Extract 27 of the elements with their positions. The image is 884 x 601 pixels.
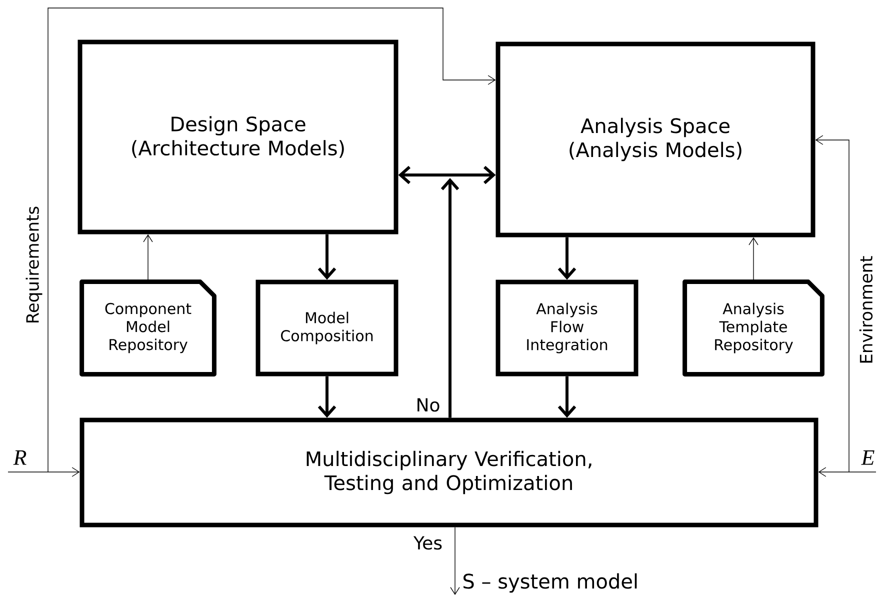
- arrow: [398, 166, 496, 184]
- variable-label: E: [861, 450, 874, 465]
- process-box: Design Space (Architecture Models): [78, 40, 398, 234]
- arrow: [558, 376, 576, 418]
- arrow: [48, 8, 496, 472]
- edge-label: Yes: [412, 535, 444, 551]
- arrow: [8, 467, 80, 477]
- arrow: [748, 237, 758, 282]
- arrow: [815, 135, 850, 472]
- arrow: [318, 376, 336, 418]
- process-box: Multidisciplinary Verification, Testing and Optimization: [80, 418, 818, 528]
- output-label: S – system model: [464, 573, 637, 593]
- variable-label: R: [13, 450, 26, 465]
- arrow: [558, 237, 576, 280]
- process-box: Analysis Flow Integration: [496, 280, 638, 376]
- arrow: [318, 234, 336, 280]
- process-box: Model Composition: [256, 280, 398, 376]
- edge-label: Environment: [858, 254, 874, 366]
- arrow: [818, 467, 876, 477]
- document-box: Component Model Repository: [80, 280, 216, 376]
- document-box: Analysis Template Repository: [682, 280, 824, 376]
- edge-label: No: [414, 397, 442, 413]
- edge-label: Requirements: [24, 204, 44, 326]
- arrow: [450, 526, 460, 595]
- process-box: Analysis Space (Analysis Models): [496, 42, 816, 238]
- arrow: [143, 234, 153, 282]
- arrow: [440, 178, 460, 418]
